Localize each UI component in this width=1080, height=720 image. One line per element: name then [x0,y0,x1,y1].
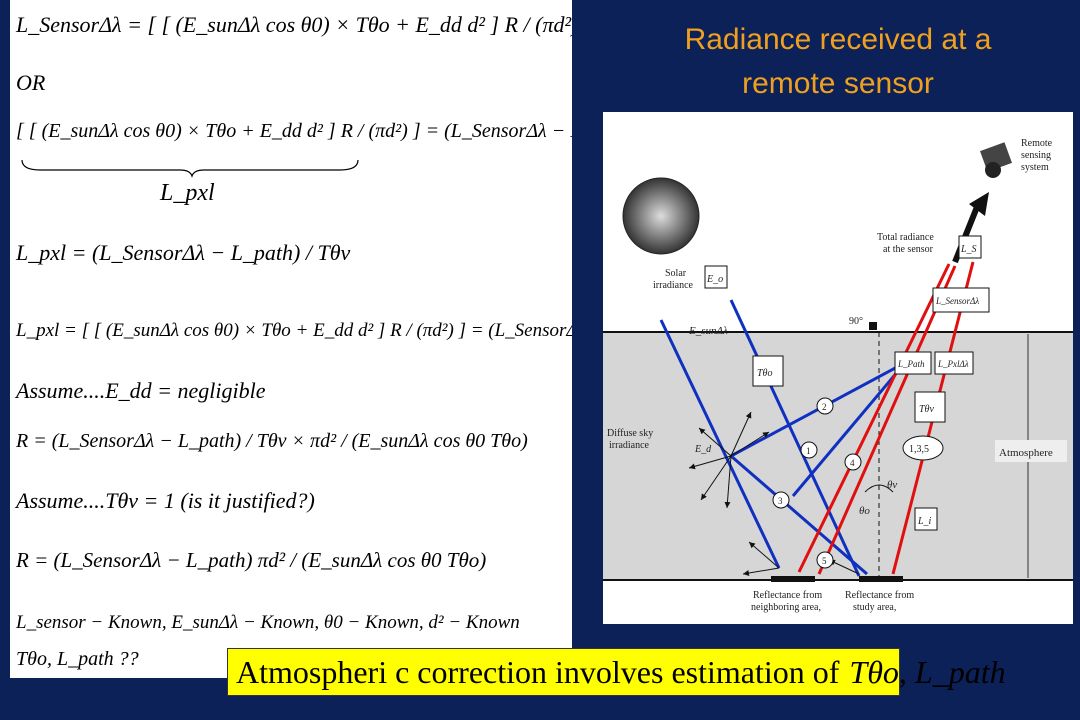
equation-assume-edd: Assume....E_dd = negligible [16,378,266,403]
path-circle-1-label: 1 [806,446,811,456]
diffuse-sky-line2: irradiance [609,440,650,451]
path-bubble-label: 1,3,5 [909,444,929,455]
path-circle-5 [816,551,834,569]
sensor-black-arrowhead [969,192,989,216]
red-ray-2 [817,265,957,575]
underbrace-graphic [21,159,359,178]
neighbor-reflectance-line1: Reflectance from [753,590,822,601]
path-circle-1 [800,441,818,459]
l-path-box [894,351,932,375]
atmospheric-correction-caption: Atmospheri c correction involves estimat… [227,648,1006,696]
ls-box [958,235,982,259]
equation-assume-tv: Assume....Tθv = 1 (is it justified?) [16,488,315,513]
study-reflectance-line1: Reflectance from [845,590,914,601]
li-box [914,507,938,531]
theta-v-label: θv [887,479,897,491]
path-circle-2 [816,397,834,415]
equation-lpxl-def: L_pxl = (L_SensorΔλ − L_path) / Tθv [16,240,351,265]
red-ray-1 [797,263,951,573]
angle-90-label: 90° [849,316,863,327]
caption-terms: Tθo, L_path [849,653,1006,690]
path-bubble [902,435,944,461]
equation-sensor-radiance: L_SensorΔλ = [ [ (E_sunΔλ cos θ0) × Tθo … [16,12,572,37]
study-area-patch [859,576,903,582]
slide-title-line2: remote sensor [742,67,934,100]
equation-pixel-brace: [ [ (E_sunΔλ cos θ0) × Tθo + E_dd d² ] R… [16,120,572,142]
l-sensor-box [932,287,990,313]
diffuse-arrows [688,411,770,509]
solar-irradiance-line1: Solar [665,268,687,279]
li-box-label: L_i [917,516,932,527]
study-reflectance-line2: study area, [853,602,896,613]
remote-system-line3: system [1021,162,1049,173]
blue-ray-scatter [730,364,900,458]
theta-o-label: θo [859,505,870,517]
equation-panel: L_SensorΔλ = [ [ (E_sunΔλ cos θ0) × Tθo … [10,0,572,678]
blue-ray-diffuse [730,454,868,576]
path-circle-4 [844,453,862,471]
path-circle-4-label: 4 [850,458,855,468]
slide-title: Radiance received at a remote sensor [628,18,1048,106]
ed-label: E_d [694,444,712,455]
t-theta-v-label: Tθv [919,404,934,415]
path-circle-5-label: 5 [822,556,827,566]
l-path-label: L_Path [897,359,925,369]
path-circle-3-label: 3 [778,496,783,506]
right-angle-marker [869,322,877,330]
radiance-diagram: Atmosphere Remote sensing system Total r… [603,112,1073,624]
sun-icon [622,177,700,255]
eo-box [704,265,728,289]
blue-ray-solar-1 [659,319,781,569]
solar-irradiance-line2: irradiance [653,280,694,291]
atmosphere-band [603,332,1073,580]
path-circle-3 [772,491,790,509]
neighbor-reflectance-line2: neighboring area, [751,602,821,613]
equation-unknowns: Tθo, L_path ?? [16,648,139,670]
e-sun-label: E_sunΔλ [688,325,728,337]
neighbor-area-patch [771,576,815,582]
l-pxl-box [934,351,974,375]
equation-reflectance-2: R = (L_SensorΔλ − L_path) πd² / (E_sunΔλ… [16,548,487,572]
remote-system-line2: sensing [1021,150,1051,161]
equation-reflectance-1: R = (L_SensorΔλ − L_path) / Tθv × πd² / … [16,430,528,452]
l-pxl-label: L_PxlΔλ [937,359,969,369]
theta-arc [864,484,894,493]
l-sensor-label: L_SensorΔλ [935,296,979,306]
equation-knowns: L_sensor − Known, E_sunΔλ − Known, θ0 − … [16,612,520,633]
blue-ray-scatter-2 [791,369,901,497]
eo-box-label: E_o [706,274,723,285]
atmosphere-label-box [995,440,1067,462]
ground-arrows [742,541,860,576]
t-theta-o-box [752,355,784,387]
diffuse-sky-line1: Diffuse sky [607,428,653,439]
atmosphere-label: Atmosphere [999,447,1053,459]
camera-icon [980,142,1012,178]
remote-system-line1: Remote [1021,138,1053,149]
equation-or: OR [16,70,46,95]
equation-lpxl-full: L_pxl = [ [ (E_sunΔλ cos θ0) × Tθo + E_d… [16,320,572,341]
caption-text: Atmospheri c correction involves estimat… [236,653,840,690]
path-circle-2-label: 2 [822,402,827,412]
slide-title-line1: Radiance received at a [684,23,992,56]
t-theta-v-box [914,391,946,423]
equation-lpxl-label: L_pxl [160,180,215,206]
ls-box-label: L_S [960,244,977,255]
total-radiance-line1: Total radiance [877,232,934,243]
total-radiance-line2: at the sensor [883,244,934,255]
radiance-diagram-svg: Atmosphere Remote sensing system Total r… [603,138,1073,613]
t-theta-o-label: Tθo [757,368,772,379]
